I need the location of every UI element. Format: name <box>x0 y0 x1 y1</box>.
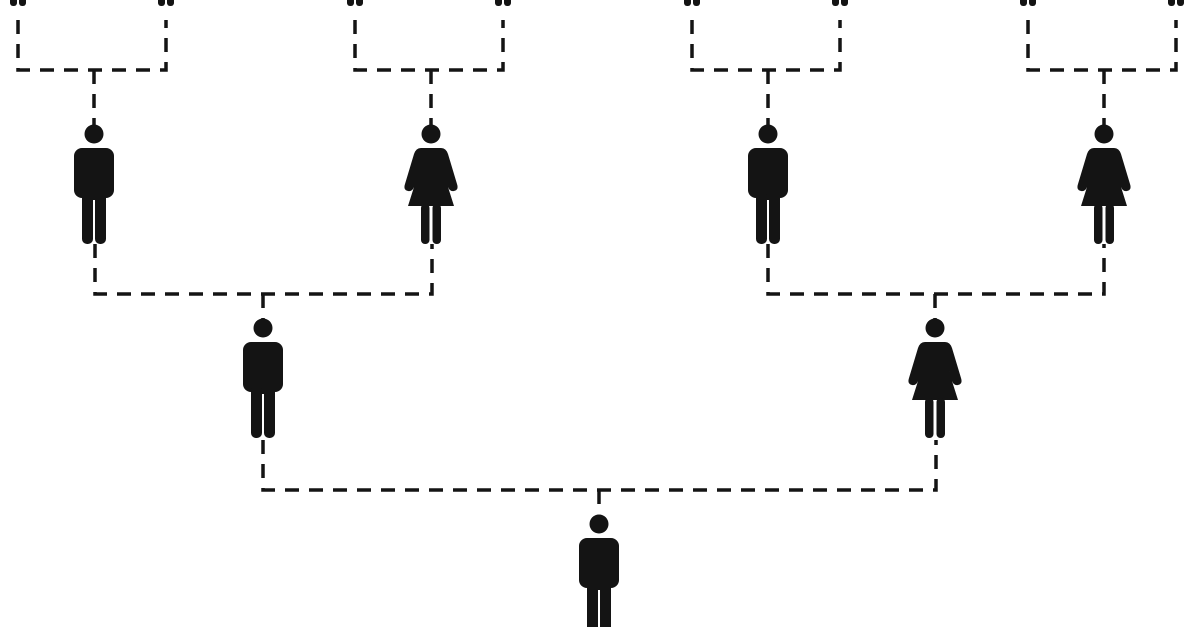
female-person-icon <box>1077 124 1131 244</box>
partial-person-icon <box>1168 0 1184 6</box>
partial-person-icon <box>347 0 363 6</box>
partial-person-icon <box>158 0 174 6</box>
male-person-icon <box>74 124 114 244</box>
partial-person-icon <box>832 0 848 6</box>
male-person-icon <box>243 318 283 438</box>
self <box>579 514 619 627</box>
male-person-icon <box>748 124 788 244</box>
parents <box>243 318 962 438</box>
female-person-icon <box>404 124 458 244</box>
great-grandparent-connectors <box>16 20 1178 128</box>
partial-person-icon <box>1020 0 1036 6</box>
great-grandparent-partials <box>10 0 1184 6</box>
grandparent-connectors <box>93 244 1106 320</box>
partial-person-icon <box>10 0 26 6</box>
grandparents <box>74 124 1131 244</box>
partial-person-icon <box>684 0 700 6</box>
male-person-icon <box>579 514 619 627</box>
female-person-icon <box>908 318 962 438</box>
partial-person-icon <box>495 0 511 6</box>
parent-connectors <box>261 440 938 514</box>
